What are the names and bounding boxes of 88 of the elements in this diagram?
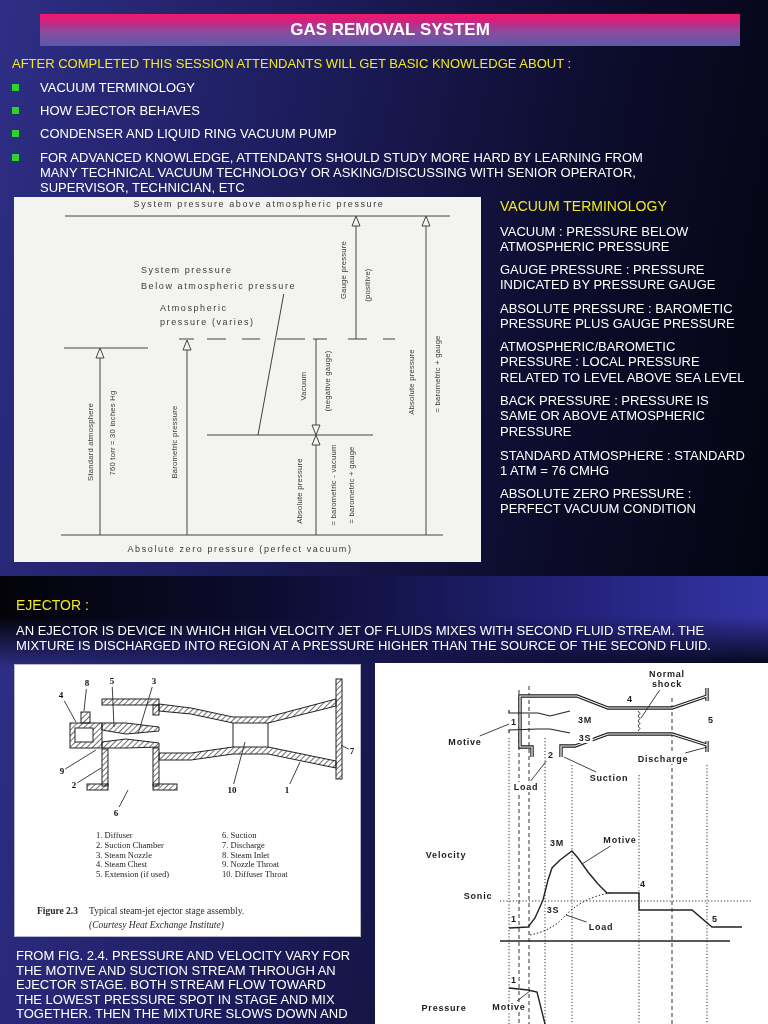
callout-number: 2 (71, 780, 77, 790)
definition-text: STANDARD ATMOSPHERE : STANDARD 1 ATM = 76 CMHG (500, 447, 746, 479)
figure-label: Below atmospheric pressure (141, 280, 297, 293)
part-list-item: 6. Suction (222, 831, 257, 841)
paragraph-text: FROM FIG. 2.4. PRESSURE AND VELOCITY VARY FOR THE MOTIVE AND SUCTION STREAM THROUGH AN EJECTOR STAGE. BOTH STREAM FLOW TOWARD THE LOWEST PRESSURE SPOT IN STAGE AND MIX TOGETHER. THEN THE MIXTURE SLOWS DOWN AND (16, 949, 352, 1022)
definition-text: BACK PRESSURE : PRESSURE IS SAME OR ABOVE ATMOSPHERIC PRESSURE (500, 392, 710, 439)
part-list-item: 9. Nozzle Throat (222, 860, 280, 871)
leader-line (289, 761, 301, 785)
velocity-curve (508, 850, 743, 929)
figure-label: 3S (545, 905, 561, 915)
leader-line (479, 723, 510, 737)
figure-label: Absolute zero pressure (perfect vacuum) (127, 543, 353, 555)
figure-label: 5 (711, 914, 719, 924)
bullet-text: VACUUM TERMINOLOGY (40, 79, 195, 95)
figure-label: Motive (447, 737, 483, 747)
leader-line (83, 688, 87, 712)
figure-caption: Typical steam-jet ejector stage assembly. (89, 905, 245, 917)
leader-line (563, 756, 597, 773)
definition-text: ATMOSPHERIC/BAROMETIC PRESSURE : LOCAL PRESSURE RELATED TO LEVEL ABOVE SEA LEVEL (500, 338, 746, 385)
leader-line (64, 749, 97, 770)
figure-label: 3S (577, 733, 593, 743)
paragraph-text: AN EJECTOR IS DEVICE IN WHICH HIGH VELOCITY JET OF FLUIDS MIXES WITH SECOND FLUID STREAM. THE MIXTURE IS DISCHARGED INTO REGION AT A PRESSURE HIGHER THAN THE SOURCE OF THE SECOND FLUID. (16, 622, 712, 653)
figure-label: Suction (588, 773, 630, 783)
intro-text: AFTER COMPLETED THIS SESSION ATTENDANTS WILL GET BASIC KNOWLEDGE ABOUT : (12, 56, 572, 72)
part-list-item: 5. Extension (if used) (96, 870, 170, 880)
callout-number: 7 (349, 746, 355, 756)
figure-label: Velocity (424, 850, 468, 860)
figure-label: Sonic (462, 891, 494, 901)
figure-label: Motive (491, 1002, 527, 1012)
section-heading: EJECTOR : (16, 596, 89, 614)
figure-label: 3M (576, 715, 594, 725)
figure-label: System pressure (141, 264, 233, 277)
definition-text: GAUGE PRESSURE : PRESSURE INDICATED BY PRESSURE GAUGE (500, 261, 717, 293)
leader-line (530, 760, 547, 782)
shock-wave-line (637, 710, 641, 732)
leader-line (233, 741, 246, 785)
section-heading: VACUUM TERMINOLOGY (500, 197, 667, 215)
figure-label: Motive (602, 835, 638, 845)
callout-number: 4 (58, 690, 64, 700)
leader-line (118, 789, 129, 808)
callout-number: 5 (109, 676, 115, 686)
figure-label: System pressure above atmospheric pressure (133, 198, 385, 210)
bullet-text: FOR ADVANCED KNOWLEDGE, ATTENDANTS SHOULD STUDY MORE HARD BY LEARNING FROM MANY TECHNICAL VACUUM TECHNOLOGY OR ASKING/DISCUSSING WITH SENIOR OPERATOR, SUPERVISOR, TECHNICIAN, ETC (40, 149, 644, 195)
definition-text: VACUUM : PRESSURE BELOW ATMOSPHERIC PRESSURE (500, 223, 690, 255)
callout-number: 3 (151, 676, 157, 686)
leader-line (111, 686, 115, 728)
leader-line (516, 990, 531, 1002)
leader-line (257, 293, 285, 436)
figure-label: 1 (510, 975, 518, 985)
part-list-item: 7. Discharge (222, 840, 265, 851)
callout-number: 9 (59, 766, 65, 776)
figure-label: Atmospheric pressure (varies) (160, 302, 256, 329)
figure-caption: Figure 2.3 (37, 905, 78, 917)
figure-caption: (Courtesy Heat Exchange Institute) (89, 919, 224, 931)
callout-number: 10 (227, 785, 237, 795)
bullet-text: HOW EJECTOR BEHAVES (40, 102, 200, 118)
load-velocity-curve (529, 892, 611, 936)
definition-text: ABSOLUTE ZERO PRESSURE : PERFECT VACUUM CONDITION (500, 485, 697, 517)
figure-label: Pressure (420, 1003, 468, 1013)
leader-line (76, 767, 102, 784)
figure-label: Load (587, 922, 615, 932)
callout-number: 1 (284, 785, 290, 795)
part-list-item: 10. Diffuser Throat (222, 870, 288, 880)
figure-label: 5 (707, 715, 715, 725)
figure-label: 1 (510, 914, 518, 924)
leader-line (340, 744, 350, 750)
part-list-item: 4. Steam Chest (96, 860, 148, 871)
part-list-item: 2. Suction Chamber (96, 840, 164, 851)
leader-line (640, 689, 661, 719)
figure-label: Discharge (636, 754, 690, 764)
leader-line (63, 700, 77, 723)
part-list-item: 1. Diffuser (96, 831, 133, 841)
figure-label: 4 (639, 879, 647, 889)
figure-label: 2 (547, 750, 555, 760)
bullet-text: CONDENSER AND LIQUID RING VACUUM PUMP (40, 125, 337, 141)
leader-line (565, 914, 588, 923)
leader-line (684, 746, 708, 754)
title-banner: GAS REMOVAL SYSTEM (40, 14, 740, 46)
figure-label: 3M (548, 838, 566, 848)
figure-label: 1 (510, 717, 518, 727)
leader-line (581, 845, 611, 865)
callout-number: 6 (113, 808, 119, 818)
callout-number: 8 (84, 678, 90, 688)
part-list-item: 8. Steam Inlet (222, 850, 270, 861)
figure-label: 4 (626, 694, 634, 704)
part-list-item: 3. Steam Nozzle (96, 850, 152, 861)
definition-text: ABSOLUTE PRESSURE : BAROMETIC PRESSURE PLUS GAUGE PRESSURE (500, 300, 736, 332)
figure-label: Load (512, 782, 540, 792)
